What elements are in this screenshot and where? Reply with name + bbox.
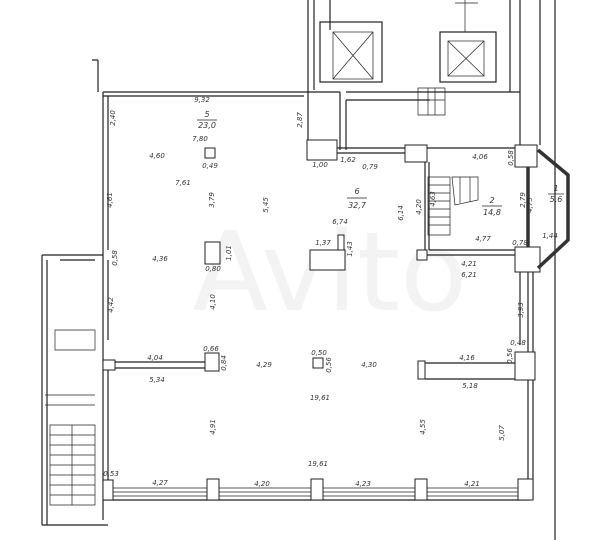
dimension-label: 4,63 xyxy=(429,191,437,207)
dimension-label: 2,40 xyxy=(109,110,117,126)
dimension-label: 3,93 xyxy=(517,302,525,318)
staircase-room2 xyxy=(427,176,479,236)
dimension-label: 7,61 xyxy=(175,179,191,187)
dimension-label: 5,07 xyxy=(498,425,506,441)
dimension-label: 0,84 xyxy=(220,355,228,371)
dimension-label: 4,60 xyxy=(149,152,165,160)
elevator-2 xyxy=(439,31,497,83)
room-number: 5 xyxy=(204,110,209,119)
staircase-top xyxy=(417,87,446,116)
elevator-1 xyxy=(319,21,383,83)
watermark: Avito xyxy=(193,208,468,336)
dimension-label: 5,34 xyxy=(149,376,165,384)
dimension-label: 4,36 xyxy=(152,255,168,263)
dimension-label: 2,79 xyxy=(519,192,527,208)
dimension-label: 4,20 xyxy=(254,480,270,488)
dimension-label: 0,58 xyxy=(507,150,515,166)
dimension-label: 0,79 xyxy=(362,163,378,171)
dimension-label: 0,56 xyxy=(325,357,333,373)
room-labels: 5 23,0 6 32,7 2 14,8 1 5,6 xyxy=(197,110,564,217)
dimension-label: 1,43 xyxy=(346,241,354,257)
dimension-label: 0,66 xyxy=(203,345,219,353)
dimension-label: 1,37 xyxy=(315,239,331,247)
dimension-label: 1,00 xyxy=(312,161,328,169)
dimension-label: 0,48 xyxy=(510,339,526,347)
dimension-label: 4,04 xyxy=(147,354,163,362)
room-number: 6 xyxy=(354,187,359,196)
dimension-label: 6,14 xyxy=(397,205,405,221)
dimension-label: 0,80 xyxy=(205,265,221,273)
dimension-label: 5,45 xyxy=(262,197,270,213)
dimension-label: 4,55 xyxy=(419,419,427,435)
dimension-label: 19,61 xyxy=(308,460,328,468)
room-area: 5,6 xyxy=(550,195,563,204)
dimension-label: 7,80 xyxy=(192,135,208,143)
dimension-label: 0,78 xyxy=(512,239,528,247)
staircase-left xyxy=(49,424,96,506)
walls xyxy=(41,0,570,540)
dimension-label: 2,87 xyxy=(296,112,304,128)
dimension-label: 0,50 xyxy=(311,349,327,357)
dimension-label: 1,62 xyxy=(340,156,356,164)
dimension-label: 4,61 xyxy=(106,192,114,208)
dimension-labels: 9,32 2,40 2,87 7,80 0,49 4,60 7,61 4,61 … xyxy=(103,96,558,488)
dimension-label: 4,29 xyxy=(256,361,272,369)
dimension-label: 4,23 xyxy=(355,480,371,488)
dimension-label: 4,30 xyxy=(361,361,377,369)
dimension-label: 4,77 xyxy=(475,235,491,243)
dimension-label: 6,21 xyxy=(461,271,477,279)
room-area: 32,7 xyxy=(348,201,367,210)
dimension-label: 0,49 xyxy=(202,162,218,170)
dimension-label: 6,74 xyxy=(332,218,348,226)
dimension-label: 4,21 xyxy=(464,480,480,488)
dimension-label: 1,44 xyxy=(542,232,558,240)
dimension-label: 4,20 xyxy=(415,199,423,215)
dimension-label: 4,16 xyxy=(459,354,475,362)
room-area: 23,0 xyxy=(198,121,216,130)
dimension-label: 1,01 xyxy=(225,245,233,261)
dimension-label: 0,53 xyxy=(103,470,119,478)
dimension-label: 9,32 xyxy=(194,96,210,104)
dimension-label: 4,42 xyxy=(107,297,115,313)
dimension-label: 19,61 xyxy=(310,394,330,402)
dimension-label: 5,18 xyxy=(462,382,478,390)
dimension-label: 3,79 xyxy=(208,192,216,208)
dimension-label: 4,10 xyxy=(209,294,217,310)
dimension-label: 4,91 xyxy=(209,419,217,435)
dimension-label: 4,06 xyxy=(472,153,488,161)
room-number: 2 xyxy=(489,196,494,205)
dimension-label: 0,58 xyxy=(111,250,119,266)
room-number: 1 xyxy=(553,184,558,193)
dimension-label: 4,75 xyxy=(526,197,534,213)
room-area: 14,8 xyxy=(483,208,501,217)
dimension-label: 0,56 xyxy=(506,348,514,364)
dimension-label: 4,27 xyxy=(152,479,168,487)
dimension-label: 4,21 xyxy=(461,260,477,268)
